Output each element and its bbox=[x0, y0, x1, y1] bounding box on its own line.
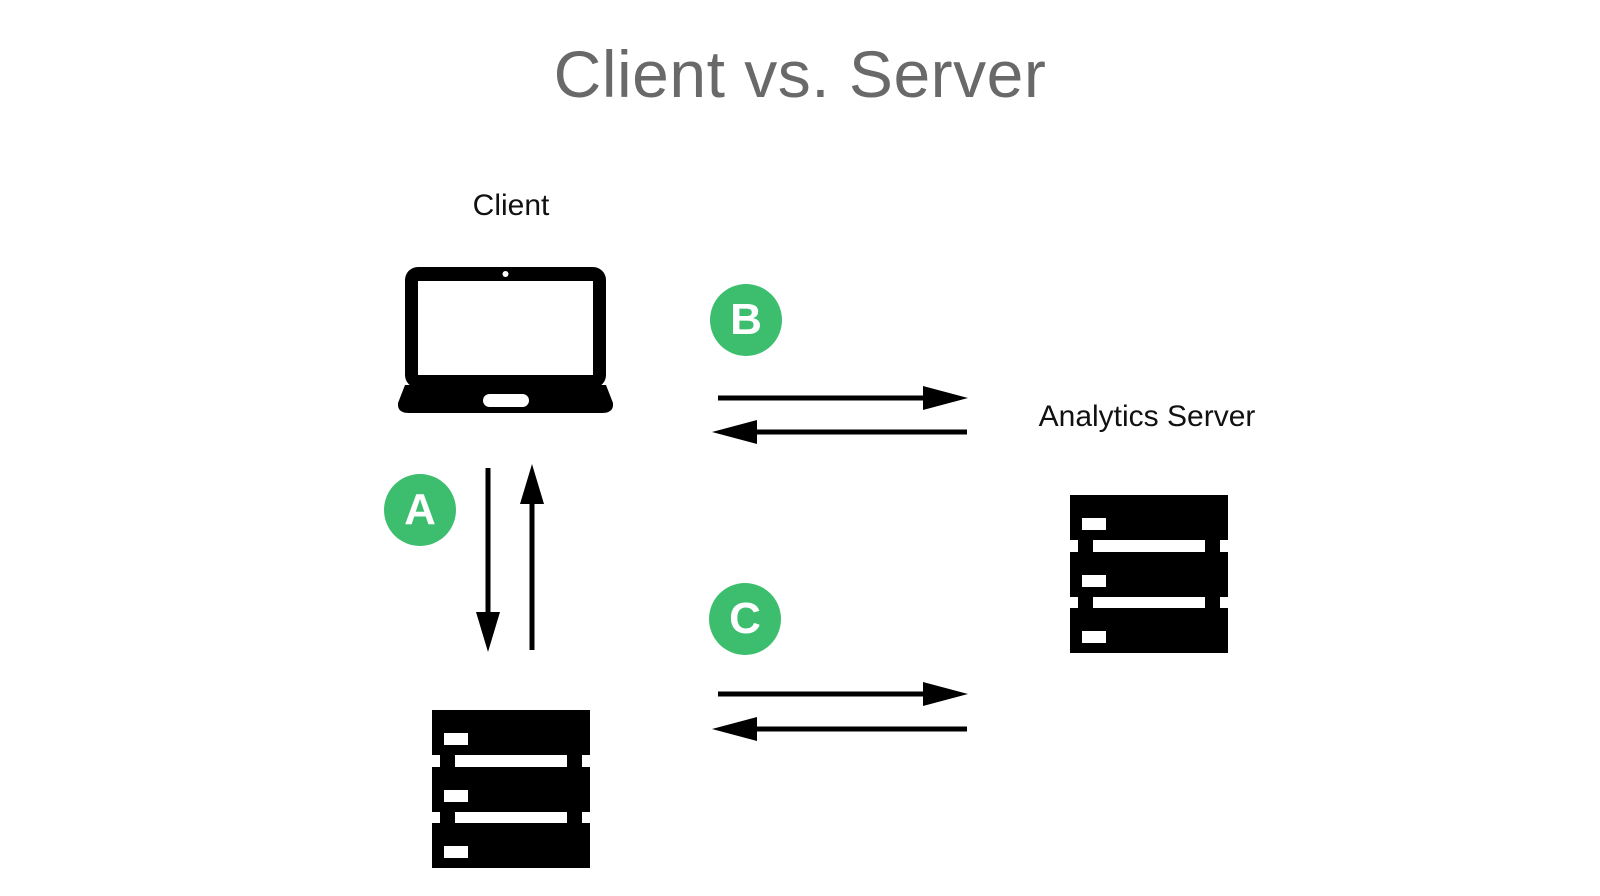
a-arrow-down bbox=[476, 468, 500, 652]
badge-b: B bbox=[710, 284, 782, 356]
analytics-server-rack-icon bbox=[1070, 495, 1228, 653]
laptop-icon bbox=[398, 267, 613, 413]
c-arrow-left bbox=[712, 717, 967, 741]
a-arrow-up bbox=[520, 464, 544, 650]
c-arrow-right bbox=[718, 682, 968, 706]
client-label: Client bbox=[472, 189, 550, 222]
b-arrow-left bbox=[712, 420, 967, 444]
diagram-title: Client vs. Server bbox=[553, 37, 1047, 111]
analytics-server-label: Analytics Server bbox=[1038, 400, 1256, 433]
badge-c: C bbox=[709, 583, 781, 655]
b-arrow-right bbox=[718, 386, 968, 410]
badge-a: A bbox=[384, 474, 456, 546]
local-server-rack-icon bbox=[432, 710, 590, 868]
